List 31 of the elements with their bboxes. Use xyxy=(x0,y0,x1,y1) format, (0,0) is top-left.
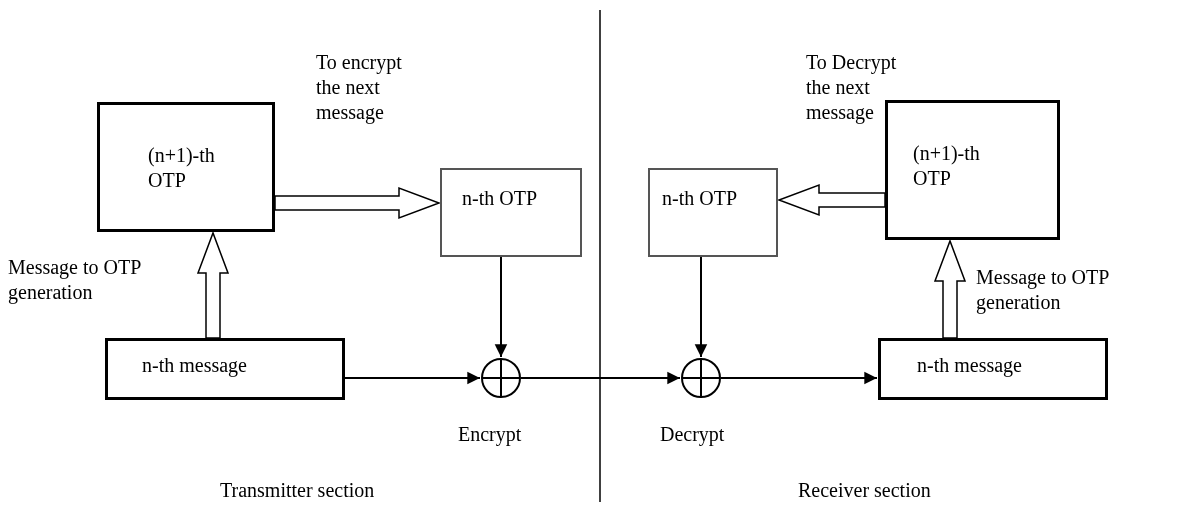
box-label: n-th OTP xyxy=(662,186,738,211)
hollow-arrow xyxy=(933,238,967,339)
process-box xyxy=(885,100,1060,240)
process-box xyxy=(105,338,345,400)
xor-circle xyxy=(681,358,721,398)
hollow-arrow xyxy=(274,186,442,220)
process-box xyxy=(440,168,582,257)
edge-label: To Decrypt the next message xyxy=(806,50,898,125)
arrow xyxy=(344,371,481,385)
arrow xyxy=(520,371,681,385)
box-label: (n+1)-th OTP xyxy=(913,141,981,191)
hollow-arrow xyxy=(776,183,886,217)
arrow xyxy=(494,256,508,358)
operation-label: Encrypt xyxy=(458,422,522,447)
process-box xyxy=(97,102,275,232)
edge-label: Message to OTP generation xyxy=(976,265,1110,315)
process-box xyxy=(648,168,778,257)
box-label: n-th OTP xyxy=(462,186,538,211)
process-box xyxy=(878,338,1108,400)
section-label: Transmitter section xyxy=(220,478,375,503)
xor-circle xyxy=(481,358,521,398)
box-label: n-th message xyxy=(917,353,1023,378)
box-label: (n+1)-th OTP xyxy=(148,143,216,193)
arrow xyxy=(720,371,878,385)
edge-label: To encrypt the next message xyxy=(316,50,403,125)
arrow xyxy=(694,256,708,358)
hollow-arrow xyxy=(196,230,230,339)
box-label: n-th message xyxy=(142,353,248,378)
edge-label: Message to OTP generation xyxy=(8,255,142,305)
operation-label: Decrypt xyxy=(660,422,725,447)
section-label: Receiver section xyxy=(798,478,931,503)
